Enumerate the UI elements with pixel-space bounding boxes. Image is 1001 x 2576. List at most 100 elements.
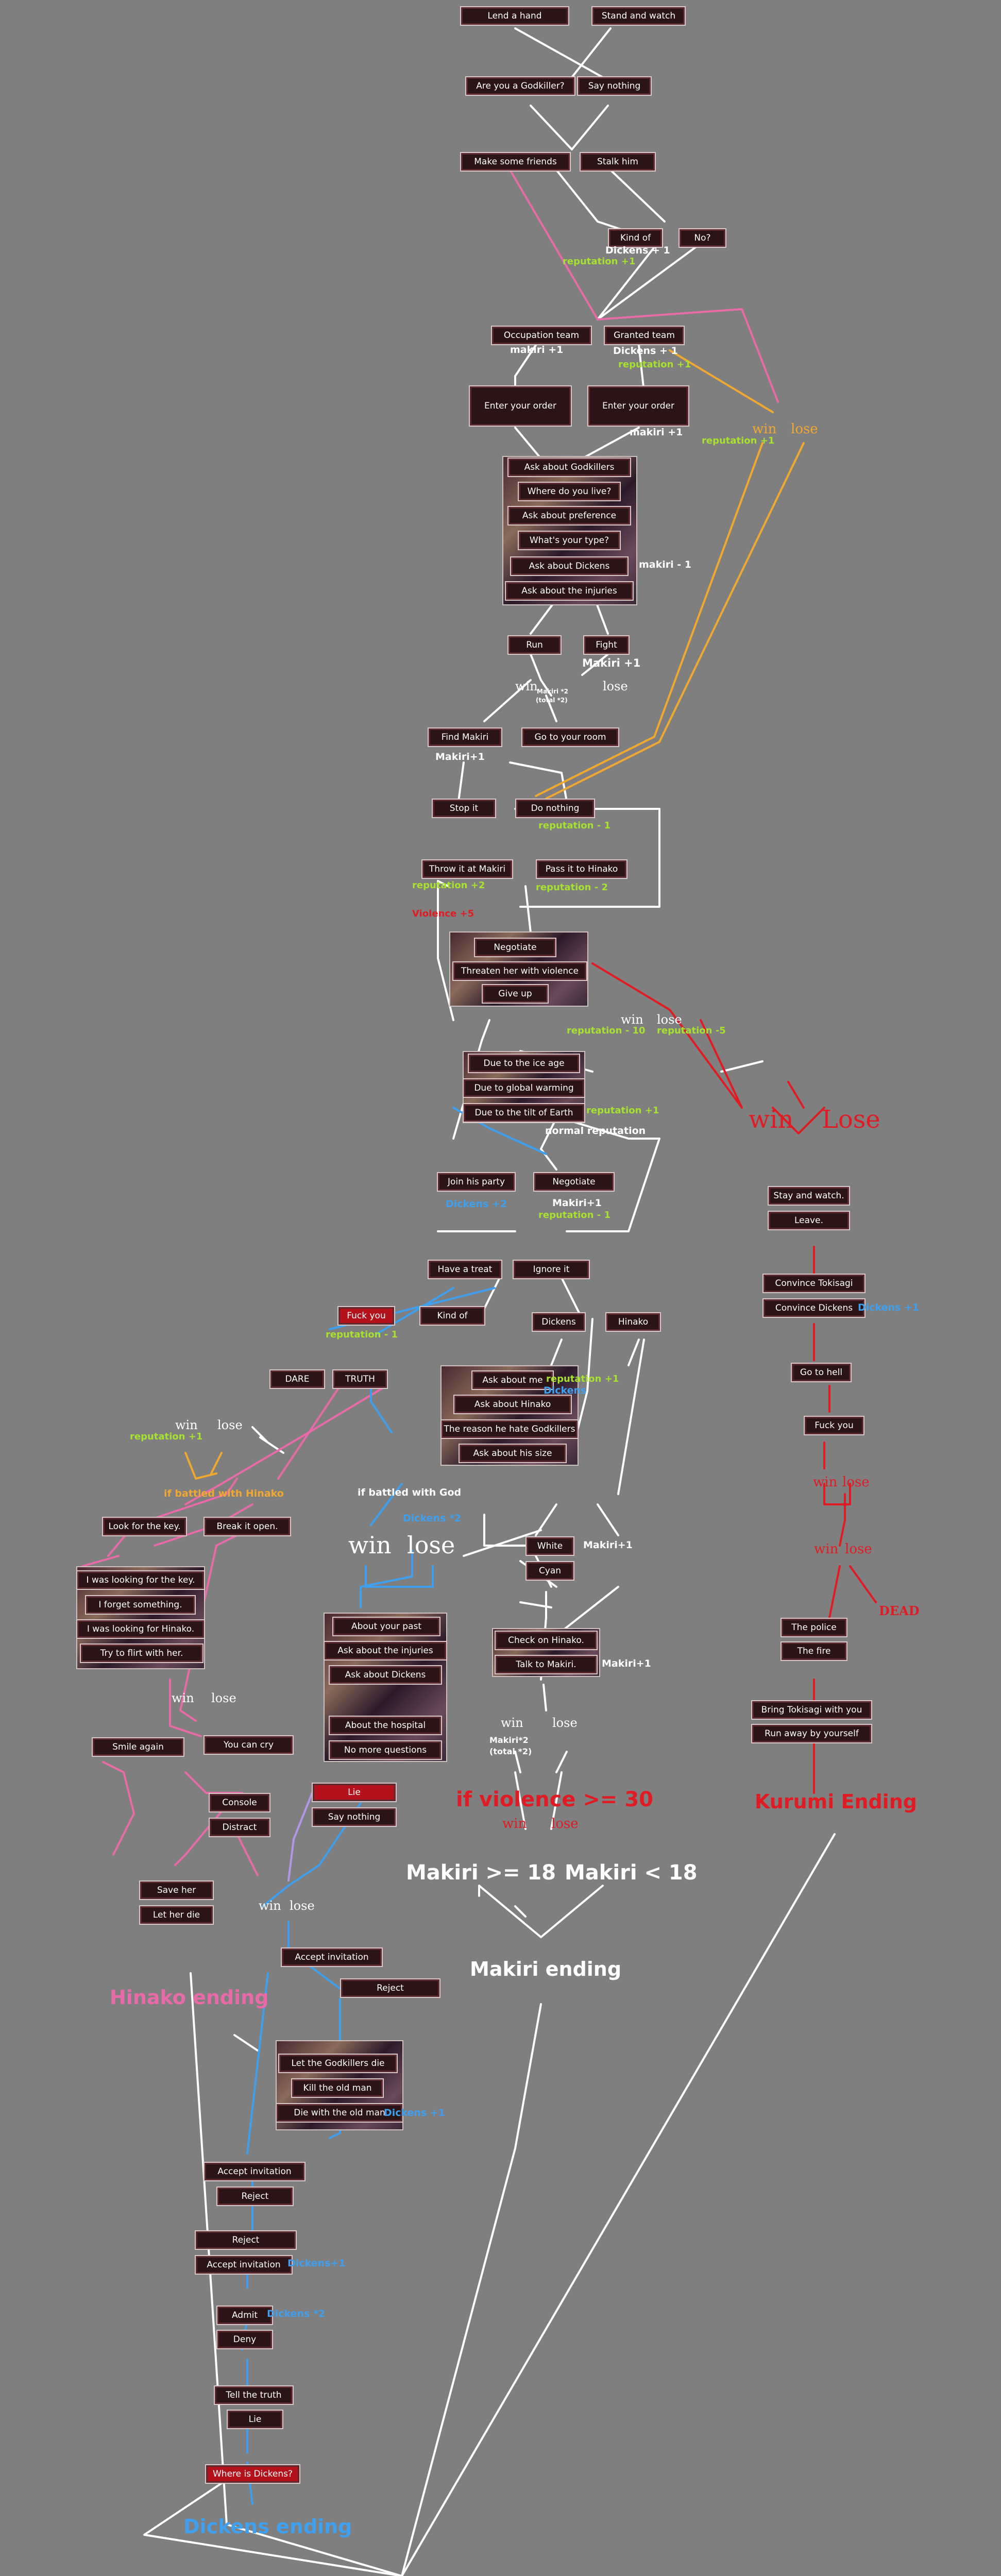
choice-about-past[interactable]: About your past [332,1617,440,1636]
ending-makiri: Makiri ending [470,1958,622,1980]
choice-negotiate-2[interactable]: Negotiate [533,1172,615,1192]
choice-let-godkillers-die[interactable]: Let the Godkillers die [278,2054,398,2073]
choice-leave[interactable]: Leave. [768,1211,850,1230]
choice-truth[interactable]: TRUTH [332,1369,388,1389]
choice-try-flirt[interactable]: Try to flirt with her. [80,1643,203,1663]
choice-ask-size[interactable]: Ask about his size [459,1444,567,1463]
choice-hinako[interactable]: Hinako [605,1312,661,1332]
choice-go-to-room[interactable]: Go to your room [521,727,619,747]
choice-looking-key[interactable]: I was looking for the key. [76,1570,205,1590]
choice-lend-a-hand[interactable]: Lend a hand [460,6,569,26]
choice-make-friends[interactable]: Make some friends [460,152,571,172]
choice-stop-it[interactable]: Stop it [432,799,496,818]
choice-accept-invitation-2[interactable]: Accept invitation [203,2162,306,2181]
choice-kind-of-1[interactable]: Kind of [608,228,663,248]
label-win-5: win [501,1716,523,1730]
choice-negotiate-1[interactable]: Negotiate [474,938,556,957]
choice-dickens[interactable]: Dickens [532,1312,586,1332]
choice-the-police[interactable]: The police [781,1618,847,1637]
choice-lie-2[interactable]: Lie [227,2410,283,2429]
choice-stand-and-watch[interactable]: Stand and watch [591,6,686,26]
choice-talk-makiri[interactable]: Talk to Makiri. [495,1655,598,1674]
choice-are-you-godkiller[interactable]: Are you a Godkiller? [465,76,575,96]
choice-fight[interactable]: Fight [583,635,630,655]
choice-the-fire[interactable]: The fire [781,1641,847,1661]
choice-look-key[interactable]: Look for the key. [102,1517,187,1536]
choice-global-warming[interactable]: Due to global warming [463,1078,585,1098]
label-makiri-x2-b: Makiri*2 [489,1735,529,1745]
choice-reject-1[interactable]: Reject [340,1978,440,1998]
choice-ask-hinako[interactable]: Ask about Hinako [453,1395,572,1414]
choice-enter-order-2[interactable]: Enter your order [587,385,689,427]
choice-break-open[interactable]: Break it open. [203,1517,291,1536]
choice-looking-hinako[interactable]: I was looking for Hinako. [76,1619,205,1639]
choice-where-dickens[interactable]: Where is Dickens? [205,2464,300,2484]
choice-stalk-him[interactable]: Stalk him [580,152,656,172]
choice-ask-injuries-2[interactable]: Ask about the injuries [324,1641,447,1660]
choice-check-hinako[interactable]: Check on Hinako. [495,1631,598,1650]
choice-occupation-team[interactable]: Occupation team [491,326,592,345]
choice-find-makiri[interactable]: Find Makiri [428,727,502,747]
choice-run[interactable]: Run [507,635,562,655]
choice-pass-hinako[interactable]: Pass it to Hinako [536,859,627,879]
choice-you-can-cry[interactable]: You can cry [203,1735,294,1755]
choice-fuck-you-2[interactable]: Fuck you [804,1416,864,1435]
choice-ice-age[interactable]: Due to the ice age [468,1054,580,1073]
choice-white[interactable]: White [525,1536,574,1556]
choice-about-hospital[interactable]: About the hospital [329,1716,442,1735]
label-violence-plus5: Violence +5 [412,908,474,919]
choice-console[interactable]: Console [209,1793,270,1812]
choice-threaten[interactable]: Threaten her with violence [452,961,587,981]
choice-distract[interactable]: Distract [209,1818,270,1837]
choice-ask-about-me[interactable]: Ask about me [471,1370,554,1390]
choice-say-nothing-2[interactable]: Say nothing [312,1807,397,1827]
choice-no-more-questions[interactable]: No more questions [329,1740,442,1760]
choice-ignore-it[interactable]: Ignore it [513,1260,590,1279]
choice-enter-order-1[interactable]: Enter your order [469,385,572,427]
choice-reject-2[interactable]: Reject [216,2187,294,2206]
choice-throw-makiri[interactable]: Throw it at Makiri [421,859,513,879]
choice-have-treat[interactable]: Have a treat [428,1260,502,1279]
choice-kind-of-2[interactable]: Kind of [419,1306,485,1326]
choice-ask-dickens-1[interactable]: Ask about Dickens [510,556,629,576]
choice-forget-something[interactable]: I forget something. [85,1595,196,1615]
choice-bring-tokisagi[interactable]: Bring Tokisagi with you [751,1700,872,1720]
choice-granted-team[interactable]: Granted team [604,326,685,345]
choice-cyan[interactable]: Cyan [525,1561,574,1581]
choice-smile-again[interactable]: Smile again [92,1737,184,1757]
choice-accept-invitation-3[interactable]: Accept invitation [195,2255,293,2275]
choice-accept-invitation-1[interactable]: Accept invitation [281,1947,383,1967]
choice-reject-3[interactable]: Reject [195,2230,297,2250]
choice-ask-dickens-2[interactable]: Ask about Dickens [329,1665,442,1685]
choice-lie-1[interactable]: Lie [312,1783,397,1802]
choice-whats-type[interactable]: What's your type? [518,531,621,550]
choice-kill-old-man[interactable]: Kill the old man [291,2078,384,2098]
choice-tilt-earth[interactable]: Due to the tilt of Earth [463,1103,585,1123]
choice-no[interactable]: No? [678,228,726,248]
choice-dare[interactable]: DARE [269,1369,325,1389]
label-if-violence: if violence >= 30 [456,1788,654,1811]
choice-reason-hate[interactable]: The reason he hate Godkillers [440,1419,579,1439]
choice-fuck-you-1[interactable]: Fuck you [337,1306,395,1326]
choice-give-up[interactable]: Give up [482,984,549,1004]
choice-where-live[interactable]: Where do you live? [518,482,621,501]
choice-ask-injuries-1[interactable]: Ask about the injuries [505,581,634,601]
choice-stay-watch[interactable]: Stay and watch. [768,1186,850,1206]
label-reputation-minus2: reputation - 2 [536,882,608,893]
choice-admit[interactable]: Admit [216,2306,273,2325]
choice-deny[interactable]: Deny [216,2330,273,2349]
choice-run-away[interactable]: Run away by yourself [751,1724,872,1743]
choice-die-old-man[interactable]: Die with the old man [276,2103,403,2123]
choice-convince-tokisagi[interactable]: Convince Tokisagi [762,1274,866,1293]
choice-say-nothing-1[interactable]: Say nothing [577,76,652,96]
label-win-r2: win [813,1475,838,1490]
choice-convince-dickens[interactable]: Convince Dickens [762,1298,866,1318]
choice-tell-truth[interactable]: Tell the truth [214,2385,294,2405]
choice-let-her-die[interactable]: Let her die [139,1905,214,1925]
choice-do-nothing[interactable]: Do nothing [515,799,595,818]
choice-join-party[interactable]: Join his party [437,1172,516,1192]
choice-save-her[interactable]: Save her [139,1880,214,1900]
choice-go-to-hell[interactable]: Go to hell [791,1363,852,1382]
choice-ask-godkillers[interactable]: Ask about Godkillers [507,457,631,477]
choice-ask-preference[interactable]: Ask about preference [507,506,631,526]
